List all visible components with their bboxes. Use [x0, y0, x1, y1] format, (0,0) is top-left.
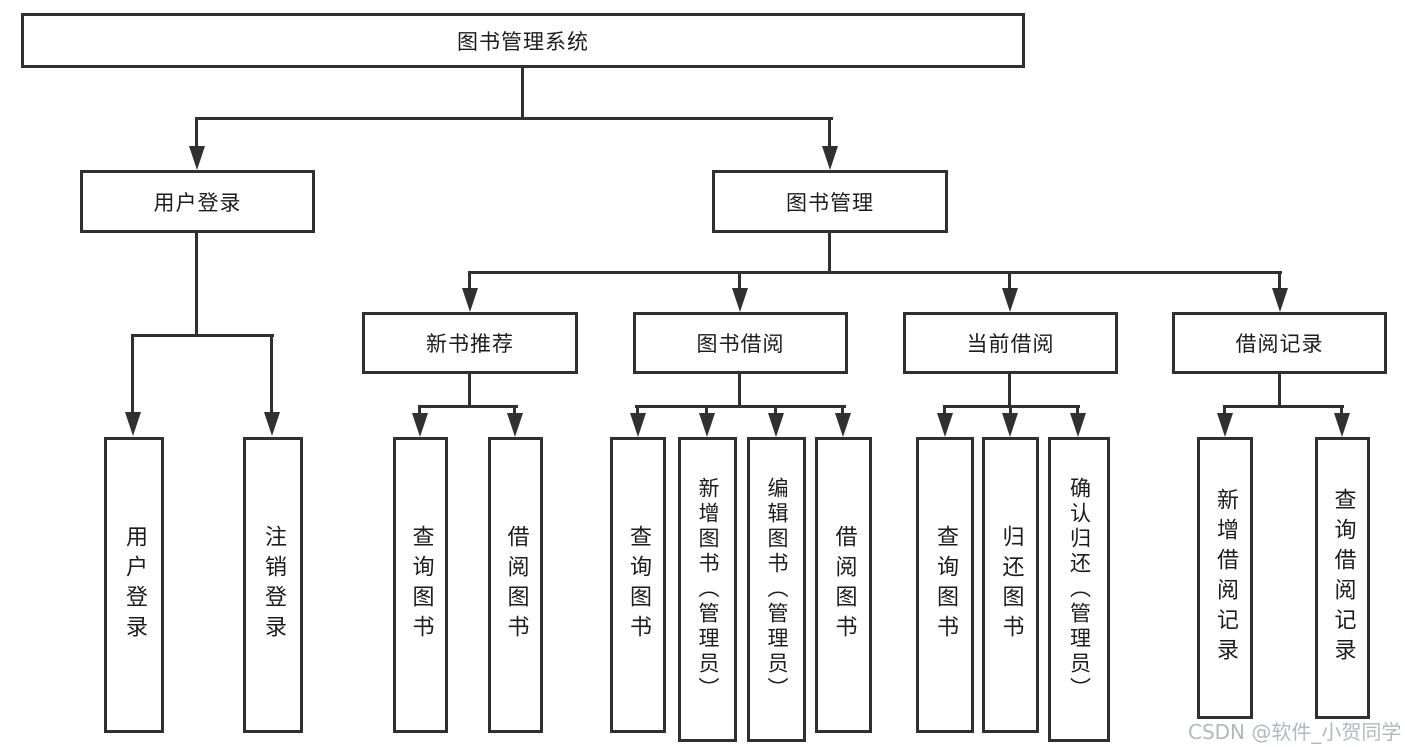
- connector-line: [705, 405, 708, 417]
- leaf-add-borrow-record: 新增借阅记录: [1197, 437, 1253, 719]
- connector-line: [468, 374, 471, 407]
- leaf-query-books-borrowing: 查询图书: [610, 437, 666, 733]
- arrow-down-icon: [937, 413, 953, 437]
- leaf-return-books: 归还图书: [982, 437, 1039, 733]
- leaf-confirm-return-admin: 确认归还（管理员）: [1048, 437, 1110, 742]
- leaf-add-books-admin: 新增图书（管理员）: [678, 437, 737, 742]
- arrow-down-icon: [189, 146, 205, 170]
- connector-line: [131, 334, 274, 337]
- arrow-down-icon: [699, 413, 715, 437]
- node-current-borrowing: 当前借阅: [903, 312, 1118, 374]
- connector-line: [270, 334, 273, 414]
- connector-line: [195, 117, 198, 149]
- leaf-label: 借阅图书: [503, 525, 529, 645]
- leaf-borrow-books: 借阅图书: [815, 437, 872, 733]
- arrow-down-icon: [1070, 413, 1086, 437]
- arrow-down-icon: [835, 413, 851, 437]
- leaf-user-login: 用户登录: [104, 437, 164, 733]
- connector-line: [195, 117, 833, 120]
- leaf-label: 查询图书: [933, 525, 958, 645]
- node-new-book-recommend: 新书推荐: [362, 312, 578, 374]
- connector-line: [1008, 271, 1011, 291]
- node-root-library-system: 图书管理系统: [21, 13, 1025, 68]
- connector-line: [1076, 405, 1079, 417]
- connector-line: [1278, 374, 1281, 407]
- connector-line: [131, 334, 134, 414]
- leaf-query-books-current: 查询图书: [916, 437, 974, 733]
- connector-line: [468, 271, 471, 291]
- connector-line: [943, 405, 946, 417]
- leaf-label: 确认归还（管理员）: [1067, 477, 1092, 702]
- arrow-down-icon: [1002, 413, 1018, 437]
- connector-line: [738, 271, 741, 291]
- connector-line: [635, 405, 846, 408]
- leaf-label: 查询借阅记录: [1330, 488, 1356, 668]
- arrow-down-icon: [462, 288, 478, 312]
- connector-line: [636, 405, 639, 417]
- leaf-label: 查询图书: [626, 525, 651, 645]
- connector-line: [828, 233, 831, 273]
- arrow-down-icon: [125, 412, 141, 436]
- leaf-label: 编辑图书（管理员）: [765, 477, 789, 702]
- leaf-label: 借阅图书: [831, 525, 857, 645]
- leaf-label: 新增借阅记录: [1213, 488, 1238, 668]
- node-book-borrowing: 图书借阅: [633, 312, 848, 374]
- connector-line: [418, 405, 421, 417]
- connector-line: [521, 68, 524, 118]
- connector-line: [468, 271, 1282, 274]
- arrow-down-icon: [1272, 288, 1288, 312]
- arrow-down-icon: [1002, 288, 1018, 312]
- connector-line: [774, 405, 777, 417]
- connector-line: [1340, 405, 1343, 417]
- connector-line: [513, 405, 516, 417]
- arrow-down-icon: [264, 412, 280, 436]
- leaf-edit-books-admin: 编辑图书（管理员）: [747, 437, 806, 742]
- leaf-label: 查询图书: [408, 525, 434, 645]
- leaf-borrow-books-recommend: 借阅图书: [488, 437, 543, 733]
- connector-line: [195, 233, 198, 336]
- arrow-down-icon: [768, 413, 784, 437]
- leaf-query-books-recommend: 查询图书: [393, 437, 448, 733]
- connector-line: [418, 405, 518, 408]
- arrow-down-icon: [1334, 413, 1350, 437]
- leaf-label: 注销登录: [261, 525, 286, 645]
- connector-line: [1009, 405, 1012, 417]
- connector-line: [1223, 405, 1226, 417]
- csdn-watermark: CSDN @软件_小贺同学: [1188, 720, 1402, 744]
- arrow-down-icon: [412, 413, 428, 437]
- connector-line: [1008, 374, 1011, 407]
- connector-line: [1223, 405, 1344, 408]
- leaf-label: 归还图书: [998, 525, 1024, 645]
- arrow-down-icon: [507, 413, 523, 437]
- leaf-label: 新增图书（管理员）: [696, 477, 720, 702]
- leaf-logout: 注销登录: [243, 437, 303, 733]
- connector-line: [738, 374, 741, 407]
- arrow-down-icon: [630, 413, 646, 437]
- arrow-down-icon: [822, 146, 838, 170]
- node-user-login: 用户登录: [80, 170, 315, 233]
- node-borrow-records: 借阅记录: [1172, 312, 1387, 374]
- connector-line: [1278, 271, 1281, 291]
- leaf-query-borrow-record: 查询借阅记录: [1315, 437, 1370, 719]
- leaf-label: 用户登录: [122, 525, 147, 645]
- arrow-down-icon: [1217, 413, 1233, 437]
- connector-line: [828, 117, 831, 149]
- connector-line: [841, 405, 844, 417]
- arrow-down-icon: [732, 288, 748, 312]
- node-book-management: 图书管理: [712, 170, 948, 233]
